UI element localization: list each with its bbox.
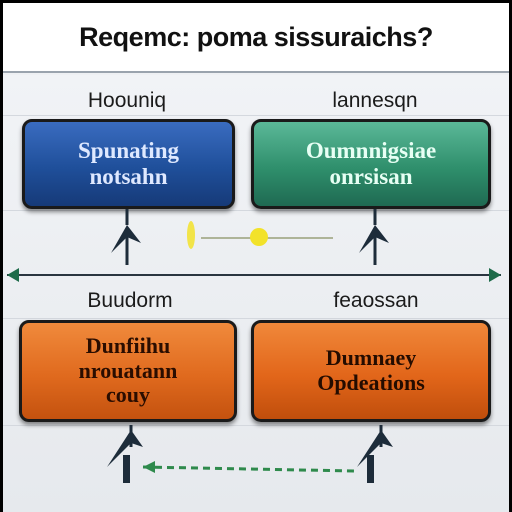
bottom-dashed-arrowhead-icon [143, 461, 155, 473]
bottom-left-arrow-stem [123, 455, 130, 483]
gridline [3, 318, 509, 319]
bottom-right-label: feaossan [333, 289, 419, 312]
gridline [3, 210, 509, 211]
top-left-box-text: Spunating notsahn [77, 138, 179, 189]
top-right-box-text: Oumnnigsiae onrsisan [305, 138, 437, 189]
top-right-box: Oumnnigsiae onrsisan [251, 119, 491, 209]
bottom-right-box: Dumnaey Opdeations [251, 320, 491, 422]
highlight-glow-icon [187, 221, 195, 249]
bottom-right-box-text: Dumnaey Opdeations [317, 345, 425, 395]
bottom-left-arrow-icon [107, 430, 143, 467]
diagram-panel: Reqemc: poma sissuraichs? Hoouniq lannes… [3, 3, 509, 512]
top-right-arrow-icon [359, 225, 389, 253]
diagram-title: Reqemc: poma sissuraichs? [79, 21, 433, 52]
gridline [3, 425, 509, 426]
bottom-right-arrow-stem [367, 455, 374, 483]
connectors-layer [7, 209, 501, 483]
top-left-box: Spunating notsahn [22, 119, 235, 209]
bottom-dashed-arrow [142, 465, 356, 473]
gridline [3, 115, 509, 116]
bottom-left-label: Buudorm [87, 289, 173, 312]
top-right-label: lannesqn [332, 89, 418, 112]
highlight-dot-icon [250, 228, 268, 246]
header-bar: Reqemc: poma sissuraichs? [3, 3, 509, 73]
left-arrowhead-icon [7, 268, 19, 282]
right-arrowhead-icon [489, 268, 501, 282]
top-left-label: Hoouniq [87, 89, 167, 112]
bottom-left-box-text: Dunfiihu nrouatann couy [78, 333, 178, 408]
bottom-right-arrow-icon [357, 430, 393, 467]
diagram-content: Hoouniq lannesqn Buudorm feaossan Spunat… [3, 75, 509, 512]
bottom-left-box: Dunfiihu nrouatann couy [19, 320, 237, 422]
top-left-arrow-icon [111, 225, 141, 253]
